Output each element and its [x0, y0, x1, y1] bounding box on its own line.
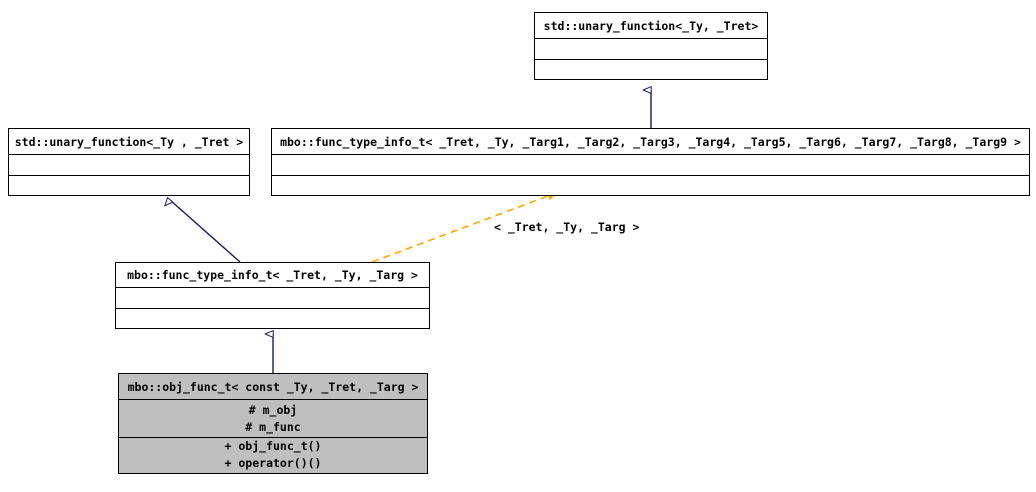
class-title: std::unary_function<_Ty , _Tret > [14, 134, 244, 149]
class-box-func-type-info-t-targ[interactable]: mbo::func_type_info_t< _Tret, _Ty, _Targ… [115, 262, 430, 329]
edge-label-template-args: < _Tret, _Ty, _Targ > [494, 220, 640, 234]
class-attributes [535, 38, 767, 58]
class-box-std-unary-function-top[interactable]: std::unary_function<_Ty, _Tret> [534, 12, 768, 80]
class-operations [9, 174, 249, 195]
class-operation: + operator()() [224, 456, 322, 471]
class-box-func-type-info-t-9args[interactable]: mbo::func_type_info_t< _Tret, _Ty, _Targ… [271, 128, 1030, 196]
class-title: mbo::func_type_info_t< _Tret, _Ty, _Targ… [127, 268, 418, 283]
class-operations [535, 58, 767, 79]
class-attributes: # m_obj # m_func [119, 399, 427, 436]
class-attributes [116, 287, 429, 307]
class-attribute: # m_func [245, 419, 301, 434]
class-box-std-unary-function-left[interactable]: std::unary_function<_Ty , _Tret > [8, 128, 250, 196]
class-title: mbo::obj_func_t< const _Ty, _Tret, _Targ… [127, 379, 419, 394]
class-attribute: # m_obj [248, 402, 298, 417]
class-attributes [9, 154, 249, 174]
class-attributes [272, 154, 1029, 174]
class-title: mbo::func_type_info_t< _Tret, _Ty, _Targ… [280, 134, 1021, 149]
edge-inheritance-targ-to-left [170, 200, 241, 263]
class-operations: + obj_func_t() + operator()() [119, 436, 427, 473]
class-title: std::unary_function<_Ty, _Tret> [543, 18, 759, 33]
class-operations [272, 174, 1029, 195]
class-box-obj-func-t[interactable]: mbo::obj_func_t< const _Ty, _Tret, _Targ… [118, 373, 428, 474]
class-operations [116, 307, 429, 328]
class-operation: + obj_func_t() [224, 439, 322, 454]
